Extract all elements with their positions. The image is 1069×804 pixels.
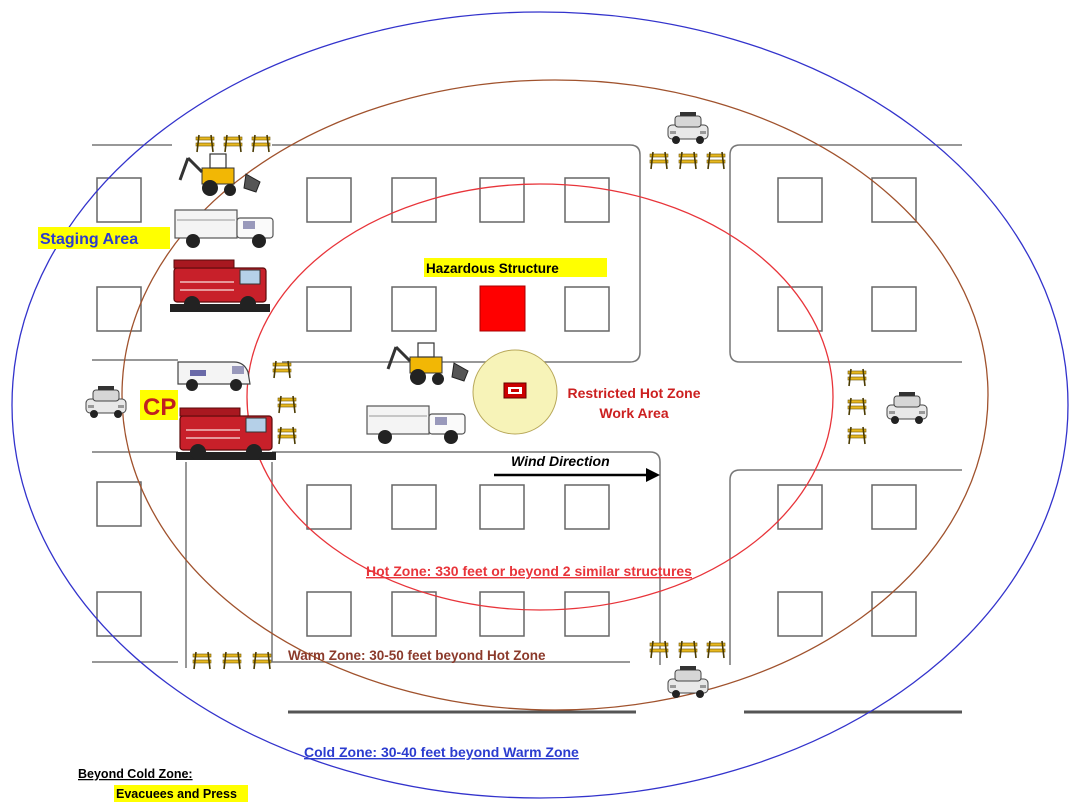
barricade-icon: [678, 151, 698, 170]
building: [391, 286, 437, 332]
staging-area-label: Staging Area: [40, 231, 138, 248]
hazardous-structure-label: Hazardous Structure: [426, 261, 559, 276]
barricade-icon: [192, 651, 212, 670]
utility-truck-icon: [174, 209, 274, 248]
barricade-icon: [706, 640, 726, 659]
police-cars: [85, 112, 928, 698]
wind-direction-arrow: [494, 468, 660, 482]
work-area-label: Work Area: [599, 405, 668, 421]
barricade-icon: [195, 134, 215, 153]
building: [871, 484, 917, 530]
building: [564, 591, 610, 637]
building: [777, 177, 823, 223]
police-car-icon: [667, 112, 709, 144]
hazard-device-icon: [503, 382, 527, 399]
barricade-icon: [222, 651, 242, 670]
building: [777, 591, 823, 637]
fire-truck-icon: [170, 259, 270, 312]
beyond-cold-zone-label: Beyond Cold Zone:: [78, 767, 193, 781]
barricade-icon: [252, 651, 272, 670]
barricade-icon: [706, 151, 726, 170]
backhoe-icon: [386, 342, 469, 385]
police-car-icon: [667, 666, 709, 698]
building: [871, 591, 917, 637]
van-icon: [177, 361, 251, 391]
building: [479, 591, 525, 637]
hazardous-structure-block: [479, 285, 526, 332]
building: [96, 286, 142, 332]
building: [96, 481, 142, 527]
building: [96, 177, 142, 223]
staging-area-highlight: [38, 227, 170, 249]
building: [777, 484, 823, 530]
building: [306, 286, 352, 332]
hazardous-structure-highlight: [424, 258, 607, 277]
restricted-hot-zone-label: Restricted Hot Zone: [567, 385, 700, 401]
building: [306, 591, 352, 637]
barricades: [192, 134, 867, 670]
warm-zone-ellipse: [121, 79, 989, 711]
cold-zone-label: Cold Zone: 30-40 feet beyond Warm Zone: [304, 744, 579, 760]
fire-truck-icon: [176, 407, 276, 460]
building: [564, 286, 610, 332]
barricade-icon: [277, 426, 297, 445]
wind-direction-label: Wind Direction: [511, 453, 610, 469]
hot-zone-ellipse: [246, 183, 834, 611]
command-post-label: CP: [143, 394, 176, 421]
building: [391, 484, 437, 530]
command-post-highlight: [140, 390, 178, 420]
police-car-icon: [85, 386, 127, 418]
warm-zone-label: Warm Zone: 30-50 feet beyond Hot Zone: [288, 648, 546, 663]
building: [564, 484, 610, 530]
evacuees-highlight: [114, 785, 248, 802]
barricade-icon: [678, 640, 698, 659]
police-car-icon: [886, 392, 928, 424]
building: [391, 591, 437, 637]
utility-truck-icon: [366, 405, 466, 444]
building: [306, 177, 352, 223]
evacuees-press-label: Evacuees and Press: [116, 787, 237, 801]
building: [479, 484, 525, 530]
barricade-icon: [251, 134, 271, 153]
barricade-icon: [223, 134, 243, 153]
cold-zone-ellipse: [11, 11, 1069, 799]
barricade-icon: [277, 395, 297, 414]
barricade-icon: [847, 426, 867, 445]
building: [96, 591, 142, 637]
building: [306, 484, 352, 530]
building: [777, 286, 823, 332]
barricade-icon: [649, 151, 669, 170]
barricade-icon: [649, 640, 669, 659]
building: [871, 286, 917, 332]
buildings: [96, 177, 917, 637]
barricade-icon: [847, 397, 867, 416]
hot-zone-label: Hot Zone: 330 feet or beyond 2 similar s…: [366, 563, 692, 579]
building: [871, 177, 917, 223]
backhoe-icon: [178, 153, 261, 196]
street-grid: [92, 144, 962, 668]
barricade-icon: [272, 360, 292, 379]
barricade-icon: [847, 368, 867, 387]
